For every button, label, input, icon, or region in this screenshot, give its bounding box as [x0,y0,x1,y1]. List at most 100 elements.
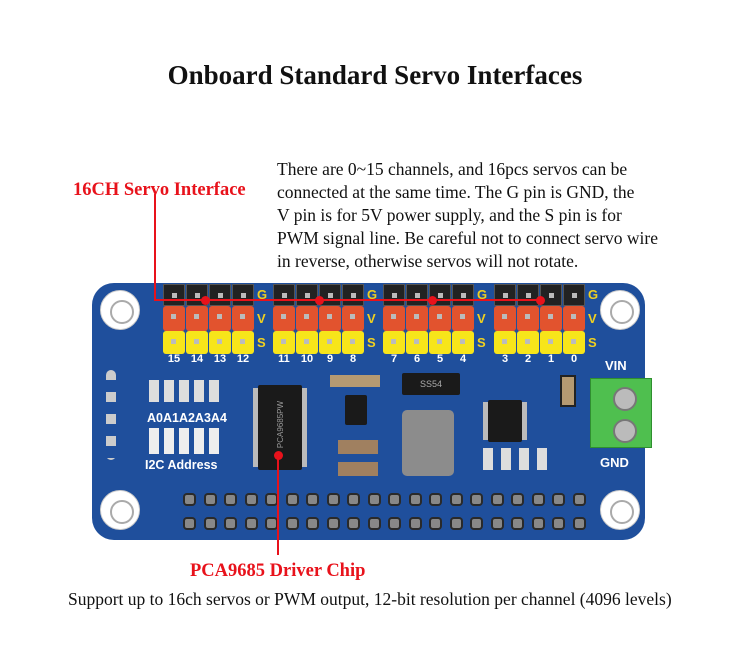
gpio-pin [431,519,440,528]
gpio-pin [472,495,481,504]
servo-pin-v[interactable] [517,306,539,331]
servo-pin-s[interactable] [563,331,585,354]
channel-label: 10 [300,353,314,365]
regulator-chip [488,400,522,442]
gpio-pin [205,519,215,528]
servo-pin-s[interactable] [452,331,474,354]
diode: SS54 [402,373,460,395]
gpio-pin [349,519,358,528]
servo-pin-s[interactable] [406,331,428,354]
callout-line [277,455,279,555]
servo-pin-s[interactable] [494,331,516,354]
servo-pin-s[interactable] [383,331,405,354]
servo-pin-s[interactable] [209,331,231,354]
channel-label: 12 [236,353,250,365]
gpio-pin [410,519,420,528]
servo-pin-s[interactable] [163,331,185,354]
servo-pin-v[interactable] [406,306,428,331]
servo-pin-s[interactable] [429,331,451,354]
gpio-pin [431,495,440,504]
servo-pin-g[interactable] [342,284,364,306]
servo-pin-s[interactable] [540,331,562,354]
servo-pin-v[interactable] [429,306,451,331]
channel-label: 1 [547,353,555,365]
gpio-pin [185,519,194,528]
servo-pin-s[interactable] [186,331,208,354]
mounting-hole [600,490,640,530]
servo-header-group[interactable] [494,284,586,354]
channel-label: 13 [213,353,227,365]
i2c-address-label: I2C Address [145,458,218,472]
servo-pin-v[interactable] [232,306,254,331]
footer-text: Support up to 16ch servos or PWM output,… [68,589,672,609]
servo-pin-g[interactable] [452,284,474,306]
servo-header-group[interactable] [273,284,365,354]
servo-pin-g[interactable] [209,284,231,306]
servo-pin-v[interactable] [273,306,295,331]
servo-pin-g[interactable] [540,284,562,306]
servo-header-group[interactable] [383,284,475,354]
gpio-pin [287,519,297,528]
gpio-pin [349,495,358,504]
servo-pin-g[interactable] [383,284,405,306]
servo-pin-g[interactable] [273,284,295,306]
servo-pin-v[interactable] [452,306,474,331]
servo-pin-g[interactable] [563,284,585,306]
servo-pin-v[interactable] [163,306,185,331]
servo-pin-v[interactable] [209,306,231,331]
gpio-pin [492,495,502,504]
servo-pin-s[interactable] [296,331,318,354]
gpio-pin [308,495,317,504]
servo-interface-callout: 16CH Servo Interface [73,180,246,200]
servo-pin-v[interactable] [319,306,341,331]
servo-pin-s[interactable] [342,331,364,354]
gpio-pin [226,495,235,504]
gpio-pin [328,519,338,528]
pin-row-label: S [477,335,486,350]
servo-pin-v[interactable] [383,306,405,331]
address-resistors [149,380,221,402]
servo-pin-g[interactable] [163,284,185,306]
servo-pin-v[interactable] [296,306,318,331]
gpio-pin [451,495,461,504]
callout-dot [201,296,210,305]
servo-pin-s[interactable] [319,331,341,354]
address-label: A0A1A2A3A4 [147,411,227,425]
driver-chip-callout: PCA9685 Driver Chip [190,561,366,581]
servo-pin-v[interactable] [494,306,516,331]
pin-row-label: S [588,335,597,350]
channel-label: 8 [349,353,357,365]
callout-dot [536,296,545,305]
gpio-pin [533,495,543,504]
servo-pin-g[interactable] [494,284,516,306]
gpio-pin [472,519,481,528]
servo-pin-g[interactable] [406,284,428,306]
servo-pin-v[interactable] [540,306,562,331]
channel-label: 7 [390,353,398,365]
pin-row-label: V [477,311,486,326]
servo-pin-s[interactable] [232,331,254,354]
capacitors [338,440,378,480]
capacitor [330,375,380,387]
callout-line [154,299,542,301]
gpio-pin [185,495,194,504]
pin-row-label: V [588,311,597,326]
servo-pin-v[interactable] [186,306,208,331]
gpio-pin [328,495,338,504]
servo-pin-s[interactable] [517,331,539,354]
gpio-pin [574,495,584,504]
servo-pin-s[interactable] [273,331,295,354]
gpio-pin [369,495,379,504]
power-terminal-block[interactable] [590,378,652,448]
channel-label: 4 [459,353,467,365]
servo-pin-v[interactable] [563,306,585,331]
gpio-pin [226,519,235,528]
pin-row-label: V [367,311,376,326]
callout-dot [315,296,324,305]
servo-header-group[interactable] [163,284,255,354]
description-text: There are 0~15 channels, and 16pcs servo… [277,159,659,271]
servo-pin-v[interactable] [342,306,364,331]
servo-pin-g[interactable] [232,284,254,306]
pin-row-label: G [588,287,599,302]
channel-label: 14 [190,353,204,365]
